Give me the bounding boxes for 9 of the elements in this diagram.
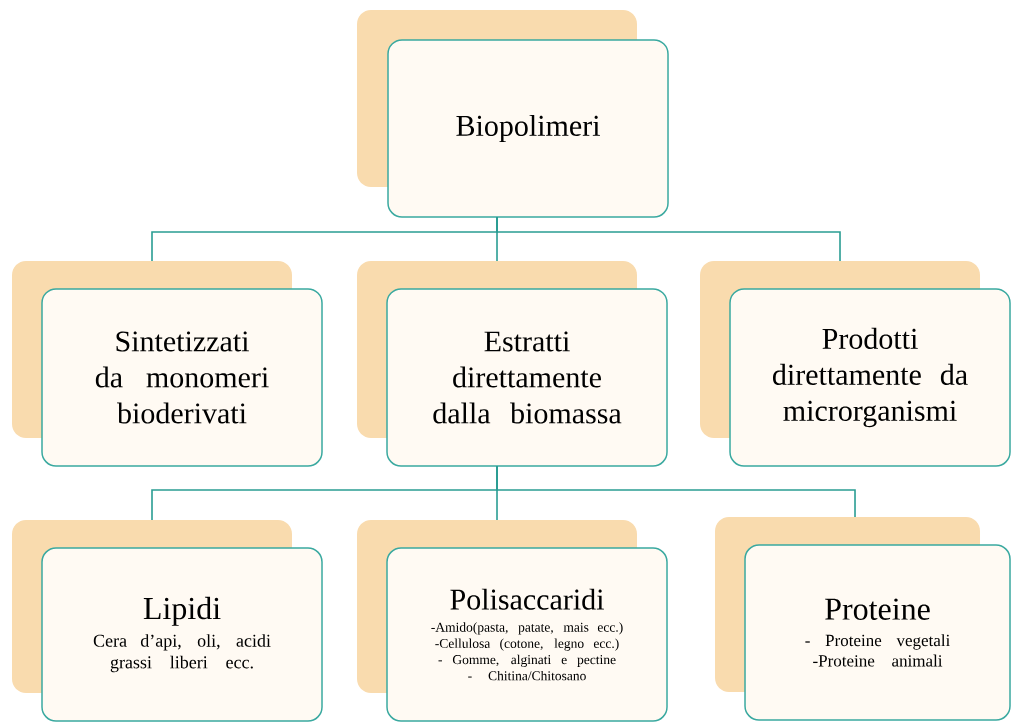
concept-box: Proteine - Proteine vegetali -Proteine animali [715, 517, 1011, 721]
connector-line [496, 465, 856, 518]
connector-line [496, 216, 841, 262]
concept-box: Lipidi Cera d’api, oli, acidi grassi liberi ecc. [12, 520, 323, 722]
concept-box: Biopolimeri [357, 10, 669, 218]
concept-box: Estratti direttamente dalla biomassa [357, 261, 668, 467]
concept-box: Sintetizzati da monomeri bioderivati [12, 261, 323, 467]
concept-box: Prodotti direttamente da microrganismi [700, 261, 1011, 467]
concept-box: Polisaccaridi -Amido(pasta, patate, mais ecc.) -Cellulosa (cotone, legno ecc.) - Gomme, alginati e pectine - Chitina/Chitosano [357, 520, 668, 722]
